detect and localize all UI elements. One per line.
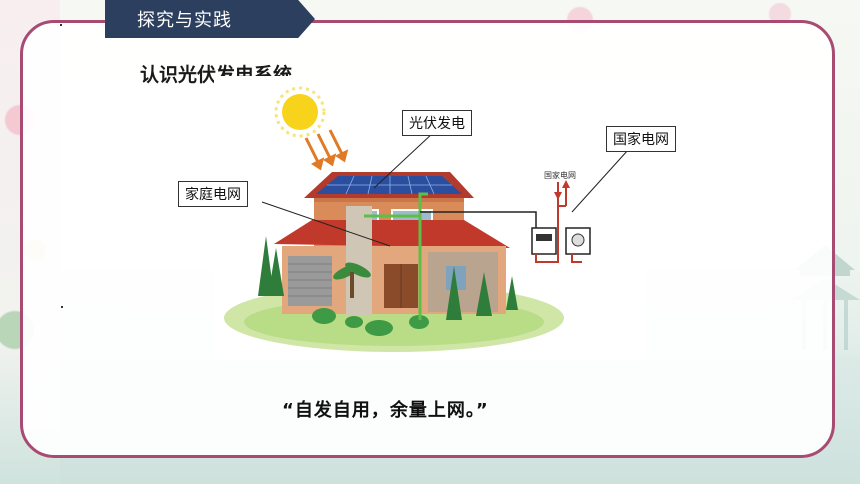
label-national-grid: 国家电网 [606,126,676,152]
down-arrow-icon [554,192,562,200]
sun-icon [274,86,326,138]
marker-dot [61,306,63,308]
section-title: 探究与实践 [137,10,232,31]
house-illustration: 国家电网 [224,86,629,352]
sunlight-arrows-icon [304,129,349,171]
label-home-grid: 家庭电网 [178,181,248,207]
pv-system-diagram: 国家电网 [214,76,646,360]
grid-pole-sign: 国家电网 [544,170,576,180]
marker-dot [60,24,62,26]
palm-plant [333,262,371,298]
electric-meter-icon [565,227,591,263]
slogan-quote: “自发自用，余量上网。” [282,400,489,421]
electric-meter-icon [531,205,566,263]
up-arrow-icon [562,180,570,188]
label-pv-generation: 光伏发电 [402,110,472,136]
section-title-tab: 探究与实践 [105,0,315,38]
